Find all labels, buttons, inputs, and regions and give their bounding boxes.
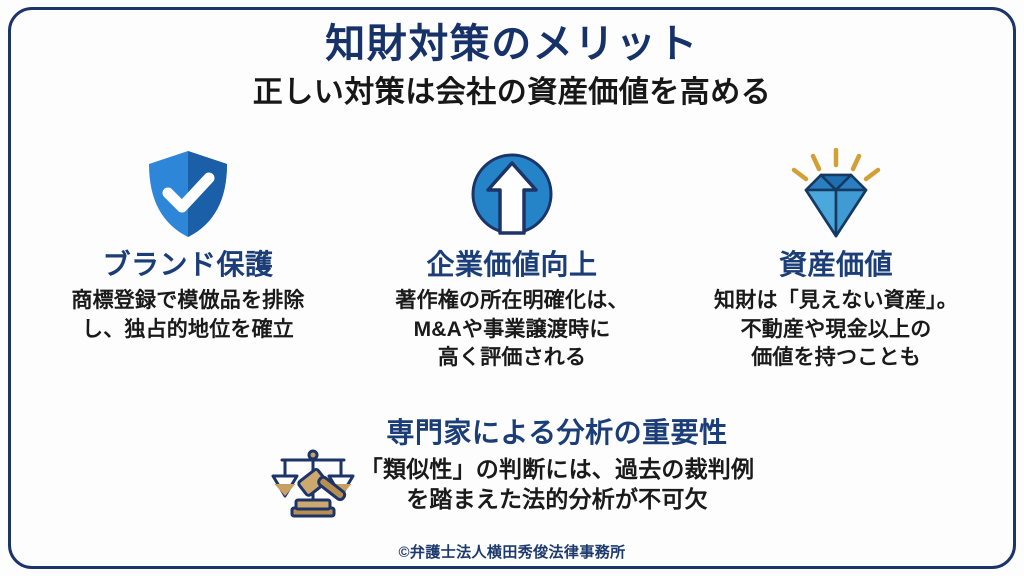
benefit-body-line: 知財は「見えない資産」。: [714, 289, 958, 313]
benefit-body-line: M&Aや事業譲渡時に: [413, 317, 611, 341]
benefit-body: 知財は「見えない資産」。 不動産や現金以上の 価値を持つことも: [674, 287, 998, 372]
scales-gavel-icon: [270, 442, 356, 528]
benefit-heading: ブランド保護: [102, 249, 274, 280]
page-title: 知財対策のメリット: [325, 22, 699, 66]
circle-up-arrow-icon: [350, 148, 674, 240]
slide-header: 知財対策のメリット 正しい対策は会社の資産価値を高める: [0, 22, 1024, 111]
expert-analysis-body-line: を踏まえた法的分析が不可欠: [406, 486, 708, 513]
expert-analysis-text: 専門家による分析の重要性 「類似性」の判断には、過去の裁判例 を踏まえた法的分析…: [360, 414, 754, 515]
benefit-body-line: 価値を持つことも: [751, 345, 921, 369]
benefit-column-asset-value: 資産価値 知財は「見えない資産」。 不動産や現金以上の 価値を持つことも: [674, 148, 998, 372]
benefit-body-line: 商標登録で模倣品を排除: [71, 289, 305, 313]
benefit-body-line: 不動産や現金以上の: [740, 317, 932, 341]
benefit-heading: 企業価値向上: [426, 249, 598, 280]
benefit-column-brand-protection: ブランド保護 商標登録で模倣品を排除 し、独占的地位を確立: [26, 148, 350, 344]
benefit-body-line: 高く評価される: [437, 345, 587, 369]
benefit-body: 商標登録で模倣品を排除 し、独占的地位を確立: [26, 287, 350, 344]
benefit-column-corporate-value: 企業価値向上 著作権の所在明確化は、 M&Aや事業譲渡時に 高く評価される: [350, 148, 674, 372]
expert-analysis-body: 「類似性」の判断には、過去の裁判例 を踏まえた法的分析が不可欠: [360, 454, 754, 515]
benefit-body-line: し、独占的地位を確立: [82, 317, 294, 341]
page-subtitle: 正しい対策は会社の資産価値を高める: [252, 75, 772, 109]
expert-analysis-section: 専門家による分析の重要性 「類似性」の判断には、過去の裁判例 を踏まえた法的分析…: [0, 414, 1024, 528]
benefit-body: 著作権の所在明確化は、 M&Aや事業譲渡時に 高く評価される: [350, 287, 674, 372]
benefit-body-line: 著作権の所在明確化は、: [395, 289, 629, 313]
benefit-columns: ブランド保護 商標登録で模倣品を排除 し、独占的地位を確立 企業価値向上 著作権…: [26, 148, 998, 372]
diamond-sparkle-icon: [674, 148, 998, 240]
expert-analysis-body-line: 「類似性」の判断には、過去の裁判例: [359, 455, 755, 482]
footer-credit: ©弁護士法人横田秀俊法律事務所: [398, 544, 626, 561]
benefit-heading: 資産価値: [778, 249, 893, 280]
expert-analysis-heading: 専門家による分析の重要性: [386, 417, 728, 448]
shield-check-icon: [26, 148, 350, 240]
